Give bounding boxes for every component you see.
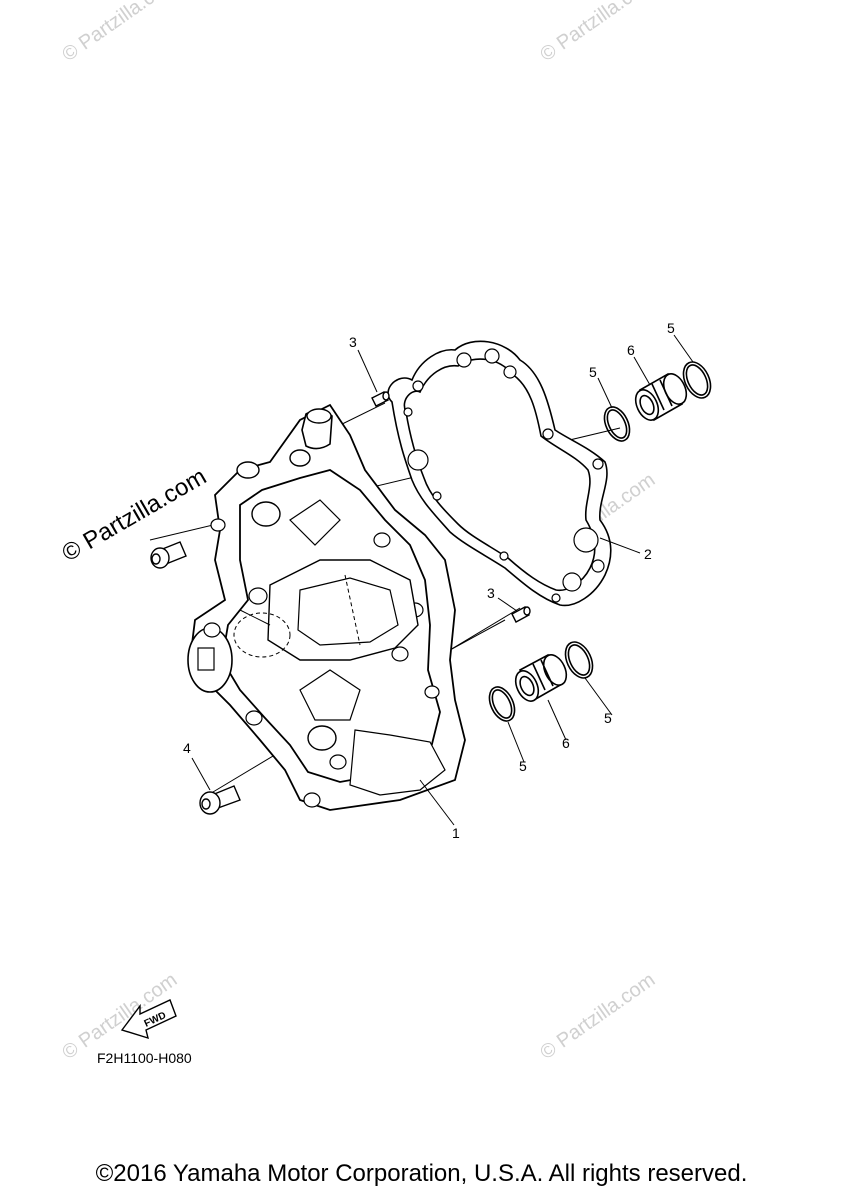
watermark: © Partzilla.com [58,0,181,66]
callout-5: 5 [589,364,597,380]
callouts: 3 3 5 6 5 2 5 6 5 1 4 [183,320,675,841]
collar [634,372,688,422]
bolt [199,785,241,815]
callout-4: 4 [183,740,191,756]
o-ring [564,641,594,679]
copyright-notice: ©2016 Yamaha Motor Corporation, U.S.A. A… [95,1160,748,1187]
callout-2: 2 [644,546,652,562]
o-ring [488,686,516,722]
leader-lines [191,334,694,826]
watermark-featured: © Partzilla.com [58,463,212,567]
callout-6: 6 [562,735,570,751]
watermark: © Partzilla.com [536,0,659,66]
callout-3: 3 [349,334,357,350]
o-ring [682,361,712,399]
callout-1: 1 [452,825,460,841]
callout-5: 5 [667,320,675,336]
callout-5: 5 [519,758,527,774]
collar [514,653,568,702]
bolt [150,541,187,569]
gasket-bolt-holes [403,348,605,603]
crankcase-cover [187,403,466,811]
callout-5: 5 [604,710,612,726]
callout-3: 3 [487,585,495,601]
dowel-pin [511,606,531,623]
o-ring [603,406,631,442]
diagram-code: F2H1100-H080 [97,1050,192,1066]
watermark: © Partzilla.com [536,969,659,1064]
callout-6: 6 [627,342,635,358]
dowel-pin [371,391,390,407]
gasket [387,340,612,607]
